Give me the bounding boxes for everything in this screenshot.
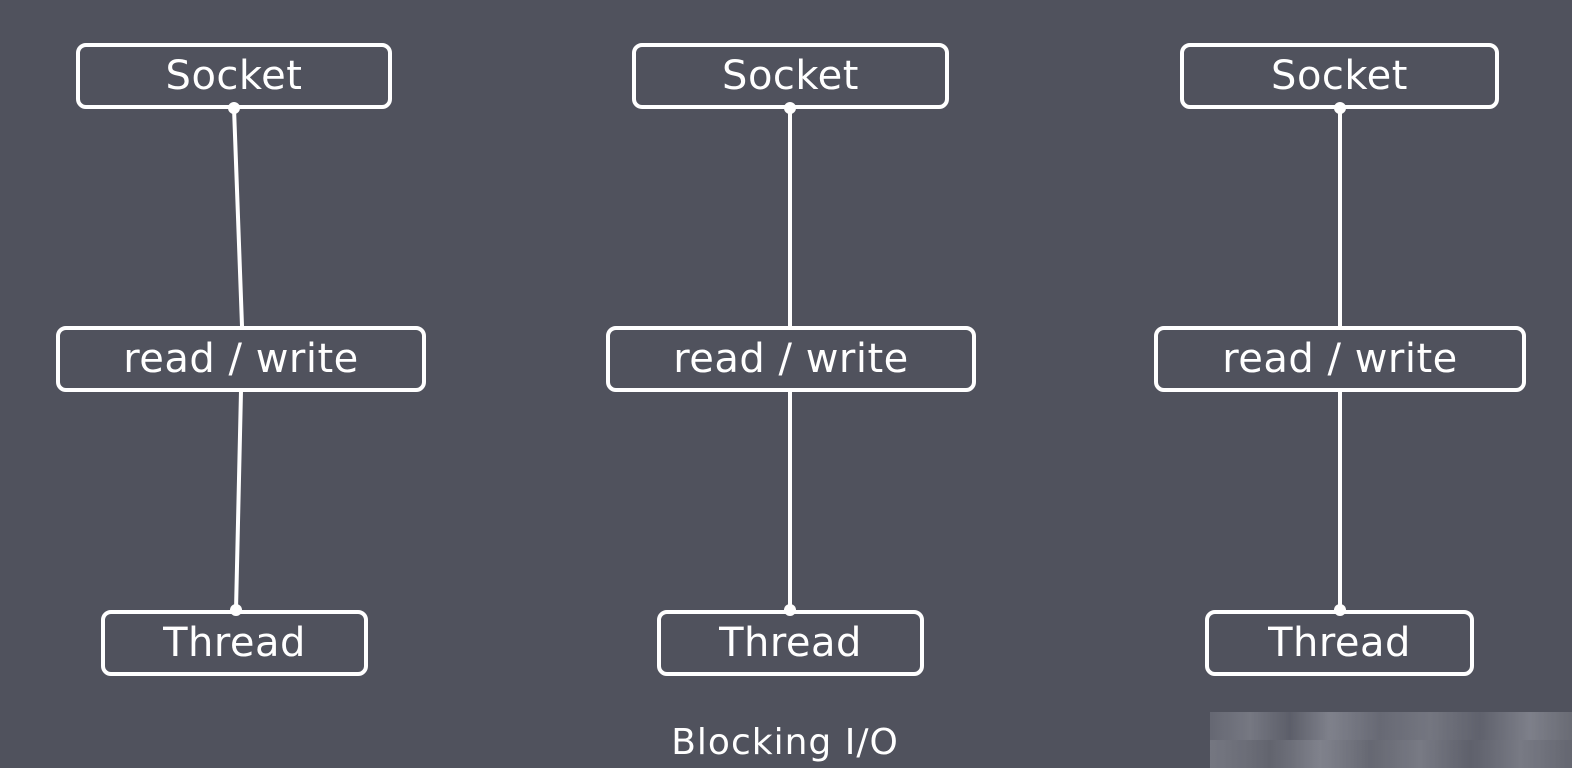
diagram-caption: Blocking I/O xyxy=(671,722,899,763)
connector-socket-io-1 xyxy=(232,106,244,328)
thread-label-1: Thread xyxy=(163,620,306,666)
read-write-box-1: read / write xyxy=(56,326,426,392)
thread-box-2: Thread xyxy=(657,610,924,676)
socket-box-1: Socket xyxy=(76,43,392,109)
socket-label-1: Socket xyxy=(165,53,303,99)
thread-box-1: Thread xyxy=(101,610,368,676)
socket-box-3: Socket xyxy=(1180,43,1499,109)
socket-box-2: Socket xyxy=(632,43,949,109)
read-write-label-2: read / write xyxy=(673,336,909,382)
read-write-box-3: read / write xyxy=(1154,326,1526,392)
read-write-label-3: read / write xyxy=(1222,336,1458,382)
thread-label-3: Thread xyxy=(1268,620,1411,666)
thread-box-3: Thread xyxy=(1205,610,1474,676)
read-write-label-1: read / write xyxy=(123,336,359,382)
connector-io-thread-1 xyxy=(234,389,243,612)
read-write-box-2: read / write xyxy=(606,326,976,392)
socket-label-3: Socket xyxy=(1271,53,1408,99)
thread-label-2: Thread xyxy=(719,620,862,666)
socket-label-2: Socket xyxy=(722,53,859,99)
blurred-watermark xyxy=(1210,712,1572,768)
